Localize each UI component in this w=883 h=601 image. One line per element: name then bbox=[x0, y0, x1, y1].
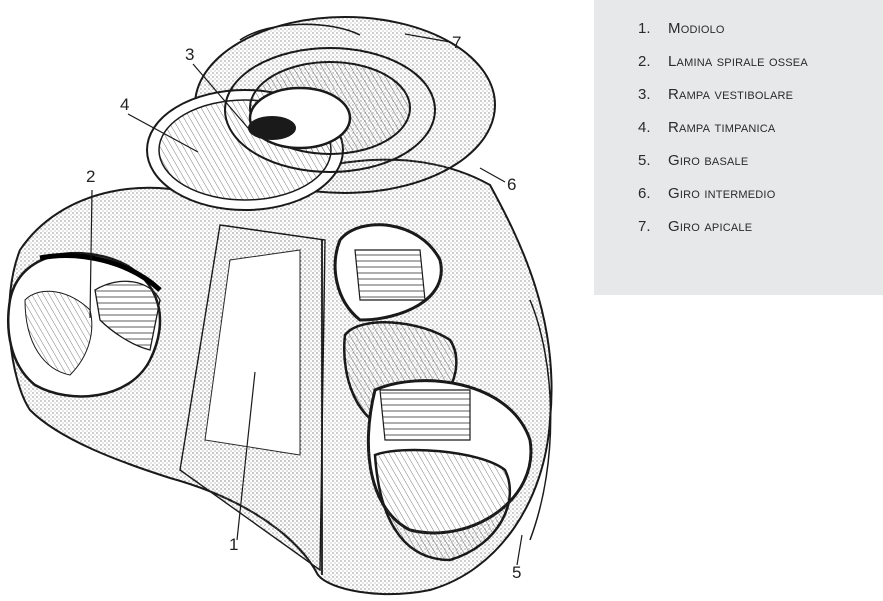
label-number-7: 7 bbox=[452, 34, 461, 51]
label-number-1: 1 bbox=[229, 536, 238, 553]
legend-item: 1.Modiolo bbox=[638, 20, 883, 53]
legend-item-label: Lamina spirale ossea bbox=[668, 53, 808, 70]
legend-list: 1.Modiolo 2.Lamina spirale ossea 3.Rampa… bbox=[594, 0, 883, 251]
label-number-2: 2 bbox=[86, 168, 95, 185]
cochlea-drawing bbox=[0, 0, 570, 601]
legend-item-label: Giro intermedio bbox=[668, 185, 775, 202]
label-number-6: 6 bbox=[507, 176, 516, 193]
legend-item-label: Rampa timpanica bbox=[668, 119, 775, 136]
label-number-4: 4 bbox=[120, 96, 129, 113]
legend-item: 7.Giro apicale bbox=[638, 218, 883, 251]
legend-item: 6.Giro intermedio bbox=[638, 185, 883, 218]
legend-item: 5.Giro basale bbox=[638, 152, 883, 185]
legend-item-label: Rampa vestibolare bbox=[668, 86, 793, 103]
legend-item: 4.Rampa timpanica bbox=[638, 119, 883, 152]
label-number-5: 5 bbox=[512, 564, 521, 581]
cochlea-illustration: 1 2 3 4 5 6 7 bbox=[0, 0, 570, 601]
legend-item: 3.Rampa vestibolare bbox=[638, 86, 883, 119]
legend-item-label: Giro basale bbox=[668, 152, 748, 169]
legend-box: 1.Modiolo 2.Lamina spirale ossea 3.Rampa… bbox=[594, 0, 883, 295]
legend-item: 2.Lamina spirale ossea bbox=[638, 53, 883, 86]
label-number-3: 3 bbox=[185, 46, 194, 63]
legend-item-label: Giro apicale bbox=[668, 218, 752, 235]
legend-item-label: Modiolo bbox=[668, 20, 725, 37]
